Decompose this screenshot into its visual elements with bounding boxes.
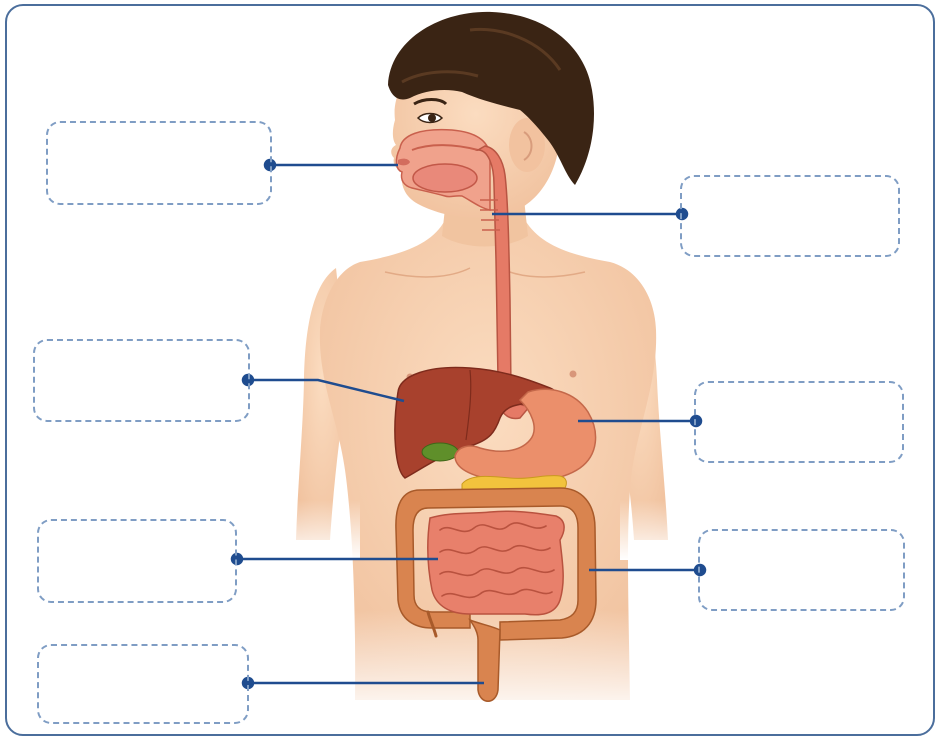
gallbladder-organ xyxy=(422,443,458,461)
label-box-large-intestine[interactable] xyxy=(698,529,905,611)
nipple-right xyxy=(570,371,577,378)
label-box-mouth[interactable] xyxy=(46,121,272,205)
label-box-stomach[interactable] xyxy=(694,381,904,463)
label-box-liver[interactable] xyxy=(33,339,250,422)
label-box-small-intestine[interactable] xyxy=(37,519,237,603)
label-box-esophagus[interactable] xyxy=(680,175,900,257)
label-box-rectum[interactable] xyxy=(37,644,249,724)
tongue-organ xyxy=(413,164,477,192)
